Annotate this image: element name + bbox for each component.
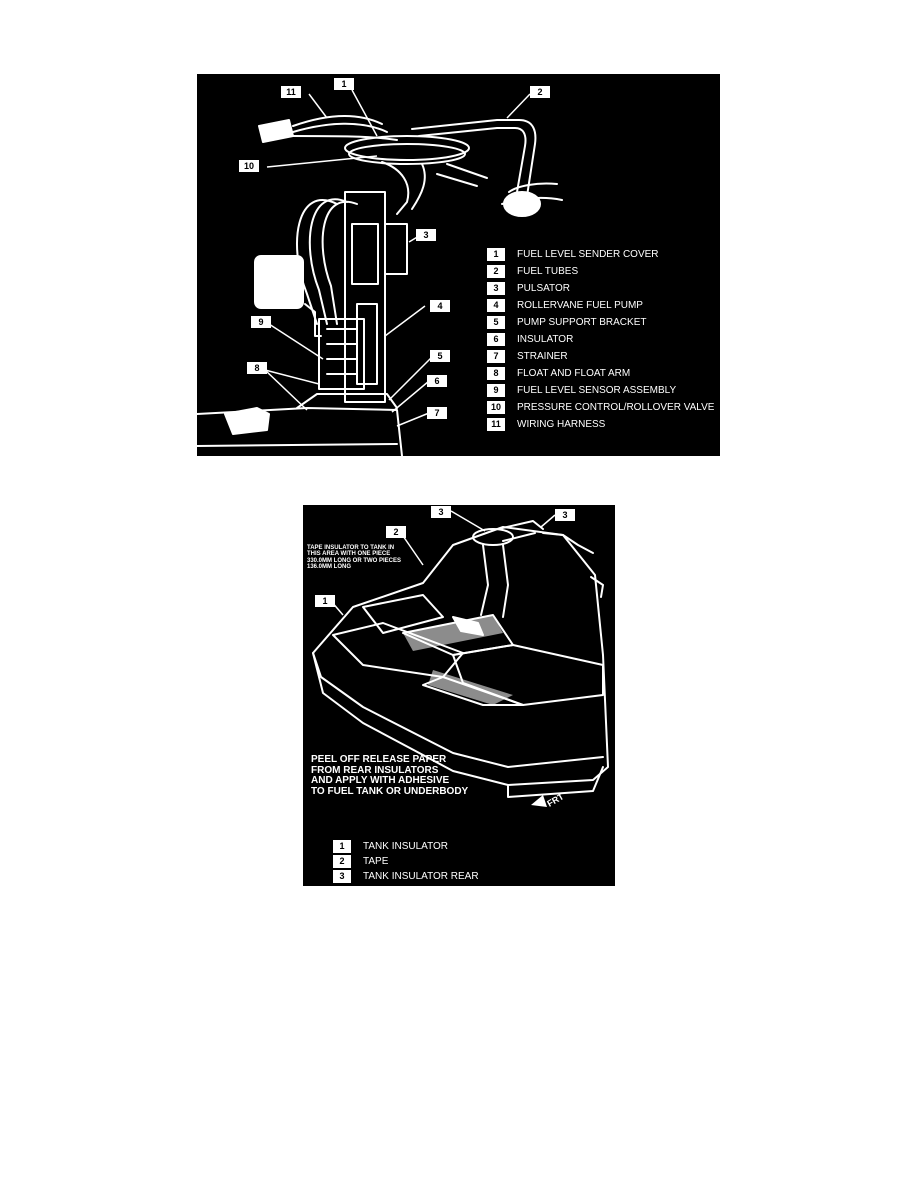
legend-text: FUEL LEVEL SENDER COVER [517, 249, 659, 260]
legend-text: STRAINER [517, 351, 568, 362]
callout-3-right: 3 [555, 509, 575, 521]
callout-4: 4 [430, 300, 450, 312]
legend-number: 1 [487, 248, 505, 261]
legend-number: 7 [487, 350, 505, 363]
callout-2: 2 [530, 86, 550, 98]
legend-number: 5 [487, 316, 505, 329]
callout-1: 1 [315, 595, 335, 607]
release-paper-note: PEEL OFF RELEASE PAPER FROM REAR INSULAT… [311, 754, 469, 797]
callout-5: 5 [430, 350, 450, 362]
tape-instruction-note: TAPE INSULATOR TO TANK IN THIS AREA WITH… [307, 545, 402, 570]
legend-text: TAPE [363, 856, 389, 867]
legend-number: 8 [487, 367, 505, 380]
legend-text: PUMP SUPPORT BRACKET [517, 317, 647, 328]
callout-3: 3 [416, 229, 436, 241]
legend-text: PULSATOR [517, 283, 570, 294]
legend-text: WIRING HARNESS [517, 419, 606, 430]
legend-number: 3 [487, 282, 505, 295]
callout-2: 2 [386, 526, 406, 538]
legend-text: ROLLERVANE FUEL PUMP [517, 300, 643, 311]
legend-tank-insulator: 1 TANK INSULATOR 2 TAPE 3 TANK INSULATOR RE… [333, 840, 533, 886]
legend-text: TANK INSULATOR [363, 841, 449, 852]
legend-text: TANK INSULATOR REAR [363, 871, 479, 882]
legend-text: INSULATOR [517, 334, 574, 345]
legend-number: 2 [487, 265, 505, 278]
callout-9: 9 [251, 316, 271, 328]
legend-text: FUEL LEVEL SENSOR ASSEMBLY [517, 385, 677, 396]
callout-1: 1 [334, 78, 354, 90]
legend-text: PRESSURE CONTROL/ROLLOVER VALVE [517, 402, 715, 413]
legend-number: 10 [487, 401, 505, 414]
callout-3-left: 3 [431, 506, 451, 518]
callout-7: 7 [427, 407, 447, 419]
legend-number: 11 [487, 418, 505, 431]
callout-10: 10 [239, 160, 259, 172]
callout-11: 11 [281, 86, 301, 98]
tank-insulator-diagram: 3 3 2 1 TAPE INSULATOR TO TANK IN THIS A… [303, 505, 615, 886]
legend-number: 4 [487, 299, 505, 312]
callout-8: 8 [247, 362, 267, 374]
legend-number: 9 [487, 384, 505, 397]
legend-number: 6 [487, 333, 505, 346]
fuel-tank-illustration [312, 510, 609, 807]
callout-6: 6 [427, 375, 447, 387]
legend-number: 2 [333, 855, 351, 868]
legend-number: 3 [333, 870, 351, 883]
legend-text: FLOAT AND FLOAT ARM [517, 368, 631, 379]
legend-text: FUEL TUBES [517, 266, 579, 277]
legend-number: 1 [333, 840, 351, 853]
fuel-pump-illustration [197, 89, 563, 456]
